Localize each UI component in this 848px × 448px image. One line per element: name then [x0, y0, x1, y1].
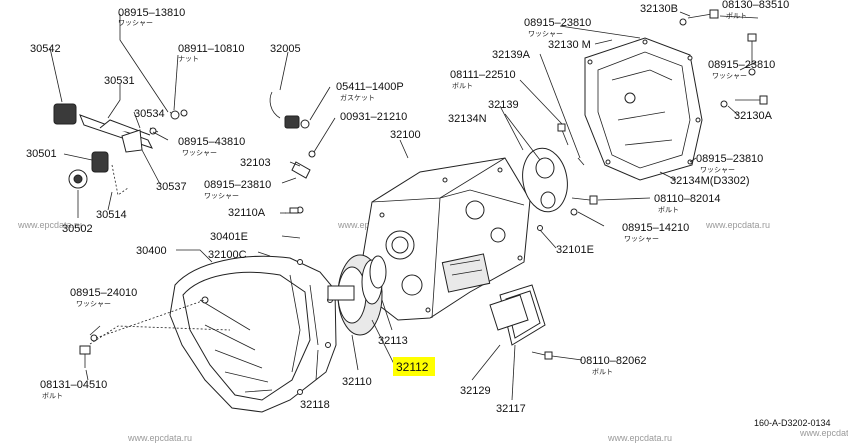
part-note: ワッシャー — [712, 72, 747, 80]
part-note: ナット — [178, 55, 199, 63]
side-cover-drawing — [489, 284, 546, 346]
part-note: ボルト — [592, 368, 613, 376]
part-note: ワッシャー — [204, 192, 239, 200]
part-label[interactable]: 08915–23810 — [708, 59, 775, 71]
part-note: ボルト — [42, 392, 63, 400]
part-label[interactable]: 32101E — [556, 244, 594, 256]
part-note: ガスケット — [340, 93, 375, 102]
part-note: ボルト — [452, 82, 473, 90]
part-label[interactable]: 32103 — [240, 157, 271, 169]
part-label[interactable]: 32110A — [228, 207, 266, 219]
watermark: www.epcdata.ru — [705, 220, 770, 230]
part-labels: 08915–13810 ワッシャー 30542 08911–10810 ナット … — [26, 0, 831, 428]
watermark: www.epcdata.ru — [799, 428, 848, 438]
fasteners-left-drawing — [79, 299, 231, 368]
part-label[interactable]: 30537 — [156, 181, 187, 193]
highlight-box — [393, 357, 435, 376]
shift-fork-drawing — [53, 103, 188, 196]
part-label[interactable]: 08915–23810 — [696, 153, 763, 165]
diagram-reference-code: 160-A-D3202-0134 — [754, 418, 831, 428]
part-label[interactable]: 08110–82014 — [654, 193, 720, 205]
part-label[interactable]: 30514 — [96, 209, 127, 221]
part-note: ワッシャー — [76, 300, 111, 308]
transmission-case-drawing — [361, 157, 531, 321]
switch-sensor-drawing — [269, 91, 316, 214]
part-label[interactable]: 08130–83510 — [722, 0, 789, 11]
part-label[interactable]: 08911–10810 — [178, 43, 244, 55]
part-label[interactable]: 32110 — [342, 376, 372, 388]
part-label[interactable]: 08915–24010 — [70, 287, 137, 299]
part-label[interactable]: 05411–1400P — [336, 81, 404, 93]
rear-cover-drawing — [584, 37, 703, 181]
part-label-highlighted[interactable]: 32112 — [396, 360, 429, 374]
part-label[interactable]: 32139 — [488, 99, 519, 111]
bearing-retainer-drawing — [327, 254, 387, 336]
part-label[interactable]: 30502 — [62, 223, 93, 235]
part-label[interactable]: 32139A — [492, 49, 531, 61]
part-label[interactable]: 32100C — [208, 249, 247, 261]
part-label[interactable]: 32130B — [640, 3, 678, 15]
watermark: www.epcdata.ru — [17, 220, 82, 230]
gasket-drawing — [522, 147, 568, 213]
part-note: ワッシャー — [528, 30, 563, 38]
part-label[interactable]: 32129 — [460, 385, 491, 397]
part-label[interactable]: 30400 — [136, 245, 167, 257]
part-label[interactable]: 00931–21210 — [340, 111, 407, 123]
watermark: www.epcdata.ru — [127, 433, 192, 443]
part-label[interactable]: 32113 — [378, 335, 408, 347]
part-note: ワッシャー — [700, 166, 735, 174]
part-label[interactable]: 32117 — [496, 403, 526, 415]
part-label[interactable]: 30501 — [26, 148, 57, 160]
part-note: ワッシャー — [624, 235, 659, 243]
part-label[interactable]: 30401E — [210, 231, 248, 243]
leader-lines — [49, 11, 759, 401]
part-label[interactable]: 08131–04510 — [40, 379, 107, 391]
watermark: www.epcdata.ru — [607, 433, 672, 443]
part-note: ワッシャー — [118, 19, 153, 27]
part-label[interactable]: 30534 — [134, 108, 165, 120]
part-label[interactable]: 32134M(D3302) — [670, 175, 750, 187]
part-note: ワッシャー — [182, 149, 217, 157]
part-label[interactable]: 32130A — [734, 110, 773, 122]
part-label[interactable]: 32130 M — [548, 39, 591, 51]
part-label[interactable]: 08111–22510 — [450, 69, 516, 81]
part-label[interactable]: 08915–23810 — [204, 179, 271, 191]
part-label[interactable]: 32118 — [300, 399, 330, 411]
part-label[interactable]: 32134N — [448, 113, 487, 125]
part-label[interactable]: 30542 — [30, 43, 61, 55]
part-label[interactable]: 30531 — [104, 75, 135, 87]
part-label[interactable]: 32100 — [390, 129, 421, 141]
part-label[interactable]: 08110–82062 — [580, 355, 646, 367]
part-label[interactable]: 08915–23810 — [524, 17, 591, 29]
part-label[interactable]: 08915–13810 — [118, 7, 185, 19]
part-label[interactable]: 08915–14210 — [622, 222, 689, 234]
part-label[interactable]: 08915–43810 — [178, 136, 245, 148]
clutch-housing-drawing — [169, 255, 337, 413]
part-note: ボルト — [658, 206, 679, 214]
part-label[interactable]: 32005 — [270, 43, 301, 55]
part-note: ボルト — [726, 12, 747, 20]
